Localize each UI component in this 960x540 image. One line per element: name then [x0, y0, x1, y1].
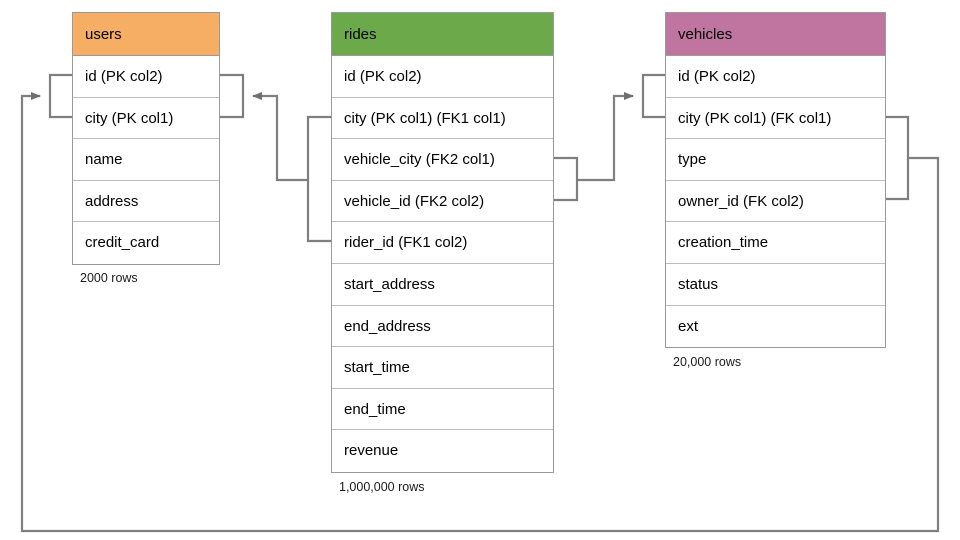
entity-vehicles-field-owner-id[interactable]: owner_id (FK col2)	[666, 180, 885, 223]
entity-rides-field-end-time[interactable]: end_time	[332, 388, 553, 431]
entity-rides-field-rider-id[interactable]: rider_id (FK1 col2)	[332, 222, 553, 264]
connector-rides-fk2-to-vehicles	[577, 92, 634, 182]
entity-rides-field-end-address[interactable]: end_address	[332, 305, 553, 348]
entity-rides-field-vehicle-id[interactable]: vehicle_id (FK2 col2)	[332, 180, 553, 223]
entity-rides-field-city[interactable]: city (PK col1) (FK1 col1)	[332, 97, 553, 140]
entity-vehicles-row-count: 20,000 rows	[673, 355, 742, 369]
connector-vehicles-fk-to-users	[20, 92, 940, 533]
entity-rides-row-count: 1,000,000 rows	[339, 480, 425, 494]
entity-rides-field-revenue[interactable]: revenue	[332, 430, 553, 472]
entity-vehicles-field-ext[interactable]: ext	[666, 305, 885, 348]
connector-rides-right-bracket	[554, 156, 579, 202]
entity-vehicles-field-type[interactable]: type	[666, 139, 885, 181]
entity-users-row-count: 2000 rows	[80, 271, 138, 285]
connector-vehicles-left-bracket	[641, 73, 665, 119]
entity-users-field-credit-card[interactable]: credit_card	[73, 222, 219, 264]
connector-rides-fk1-to-users	[252, 92, 308, 182]
connector-vehicles-right-bracket	[886, 115, 910, 201]
entity-rides[interactable]: rides id (PK col2) city (PK col1) (FK1 c…	[331, 12, 554, 473]
entity-users-field-id[interactable]: id (PK col2)	[73, 56, 219, 98]
entity-users-field-name[interactable]: name	[73, 139, 219, 181]
entity-rides-field-id[interactable]: id (PK col2)	[332, 56, 553, 98]
entity-rides-field-start-address[interactable]: start_address	[332, 263, 553, 306]
entity-vehicles-header: vehicles	[666, 13, 885, 56]
entity-rides-header: rides	[332, 13, 553, 56]
entity-users-field-city[interactable]: city (PK col1)	[73, 97, 219, 140]
connector-rides-left-bracket	[306, 115, 331, 243]
entity-vehicles-field-city[interactable]: city (PK col1) (FK col1)	[666, 97, 885, 140]
entity-users-header: users	[73, 13, 219, 56]
connector-users-right-bracket	[220, 73, 245, 119]
entity-users-field-address[interactable]: address	[73, 180, 219, 223]
connector-users-left-bracket	[48, 73, 72, 119]
entity-rides-field-start-time[interactable]: start_time	[332, 347, 553, 389]
entity-vehicles-field-id[interactable]: id (PK col2)	[666, 56, 885, 98]
entity-vehicles-field-status[interactable]: status	[666, 263, 885, 306]
entity-rides-field-vehicle-city[interactable]: vehicle_city (FK2 col1)	[332, 139, 553, 181]
entity-users[interactable]: users id (PK col2) city (PK col1) name a…	[72, 12, 220, 265]
entity-vehicles[interactable]: vehicles id (PK col2) city (PK col1) (FK…	[665, 12, 886, 349]
entity-vehicles-field-creation-time[interactable]: creation_time	[666, 222, 885, 264]
